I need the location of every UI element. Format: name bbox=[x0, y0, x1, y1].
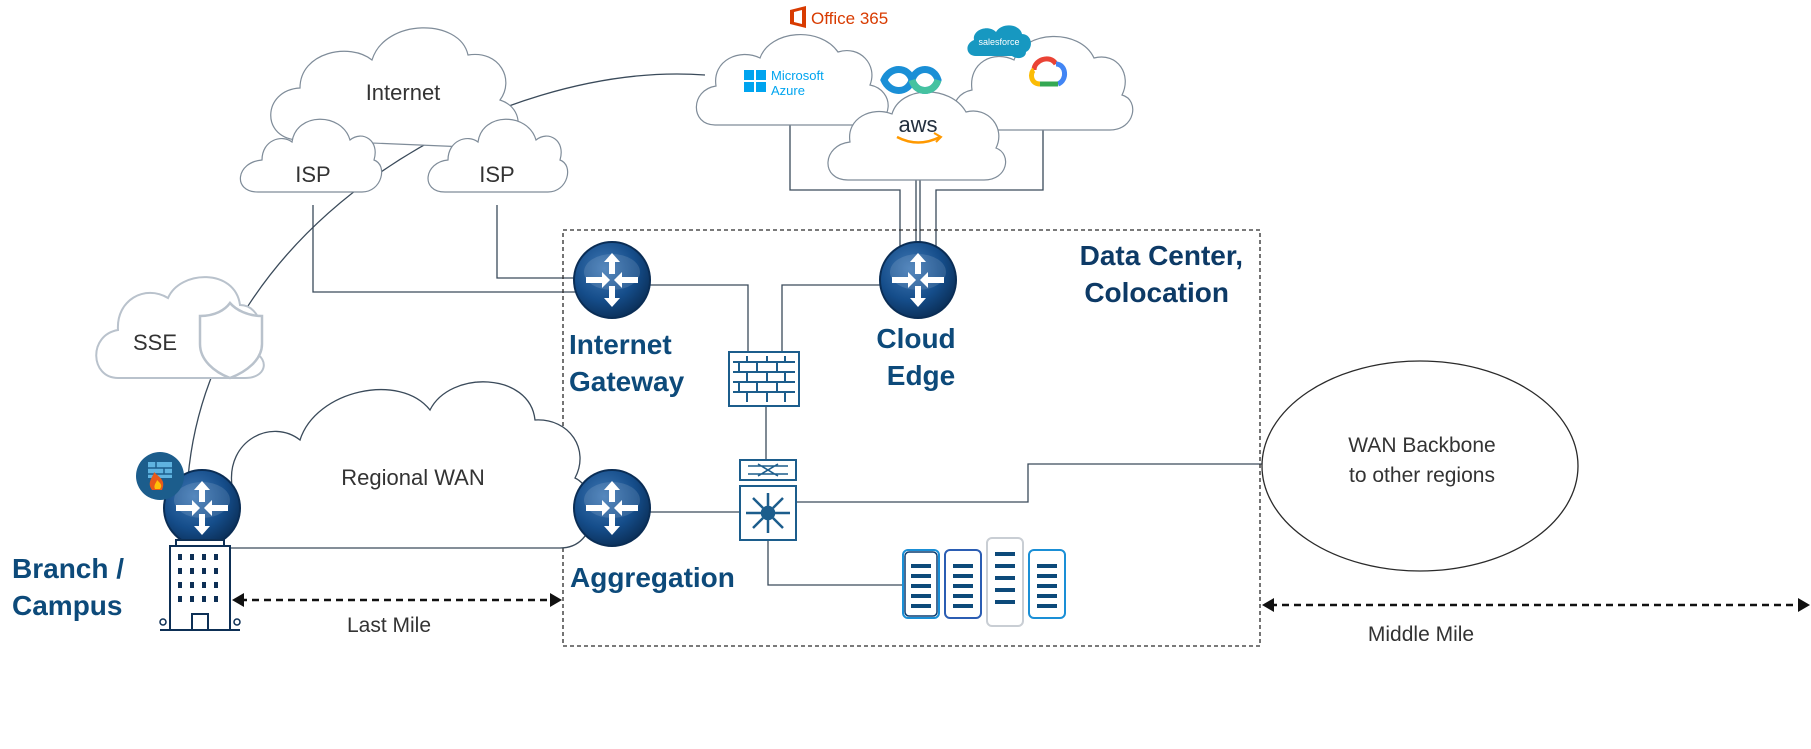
link-edge-azure bbox=[789, 125, 901, 248]
sse-label: SSE bbox=[133, 330, 177, 355]
internet-label: Internet bbox=[366, 80, 441, 105]
middle-mile-arrow bbox=[1262, 598, 1810, 612]
link-edge-firewall bbox=[781, 284, 880, 352]
branch-router-icon bbox=[163, 469, 241, 547]
link-isp-left-gateway bbox=[312, 205, 580, 293]
last-mile-arrow bbox=[232, 593, 562, 607]
layer3-switch-icon bbox=[739, 485, 797, 541]
cloud-edge-label-1: Cloud bbox=[876, 323, 955, 354]
branch-label-1: Branch / bbox=[12, 553, 124, 584]
azure-label-1: Microsoft bbox=[771, 68, 824, 83]
datacenter-label-1: Data Center, bbox=[1080, 240, 1243, 271]
microsoft-azure-icon bbox=[744, 70, 766, 92]
internet-cloud bbox=[270, 27, 519, 149]
salesforce-icon bbox=[967, 25, 1031, 59]
shield-icon bbox=[198, 300, 264, 380]
amazon-smile-icon bbox=[896, 132, 943, 144]
link-gateway-firewall bbox=[650, 284, 749, 352]
link-isp-right-gateway bbox=[496, 205, 580, 279]
server-rack-icon bbox=[902, 537, 1066, 627]
aggregation-label: Aggregation bbox=[570, 562, 735, 593]
layer2-switch-icon bbox=[739, 459, 797, 481]
branch-building-icon bbox=[159, 539, 241, 631]
azure-cloud bbox=[695, 33, 889, 126]
salesforce-label: salesforce bbox=[978, 37, 1019, 47]
isp-left-label: ISP bbox=[295, 162, 330, 187]
cloud-edge-router-icon bbox=[879, 241, 957, 319]
datacenter-firewall-icon bbox=[728, 351, 800, 407]
internet-gateway-label-2: Gateway bbox=[569, 366, 685, 397]
firewall-badge-icon bbox=[136, 452, 184, 500]
azure-label-2: Azure bbox=[771, 83, 805, 98]
internet-gateway-label-1: Internet bbox=[569, 329, 672, 360]
office365-icon bbox=[790, 6, 806, 28]
link-switch-backbone bbox=[796, 463, 1262, 503]
internet-gateway-router-icon bbox=[573, 241, 651, 319]
webex-icon bbox=[880, 66, 942, 94]
link-switch-servers bbox=[767, 540, 902, 586]
wan-backbone-label-1: WAN Backbone bbox=[1348, 434, 1495, 457]
cloud-edge-label-2: Edge bbox=[887, 360, 955, 391]
isp-left-cloud bbox=[239, 118, 383, 193]
wan-backbone-cloud bbox=[1261, 360, 1579, 572]
office365-label: Office 365 bbox=[811, 9, 888, 28]
google-cloud-icon bbox=[1029, 56, 1067, 87]
datacenter-label-2: Colocation bbox=[1084, 277, 1229, 308]
wan-backbone-label-2: to other regions bbox=[1349, 464, 1495, 487]
isp-right-cloud bbox=[427, 118, 569, 193]
branch-label-2: Campus bbox=[12, 590, 122, 621]
regional-wan-label: Regional WAN bbox=[341, 465, 484, 490]
aws-label: aws bbox=[898, 112, 937, 137]
link-edge-gcp bbox=[935, 130, 1044, 248]
isp-right-label: ISP bbox=[479, 162, 514, 187]
last-mile-label: Last Mile bbox=[347, 614, 431, 637]
aggregation-router-icon bbox=[573, 469, 651, 547]
middle-mile-label: Middle Mile bbox=[1368, 623, 1474, 646]
